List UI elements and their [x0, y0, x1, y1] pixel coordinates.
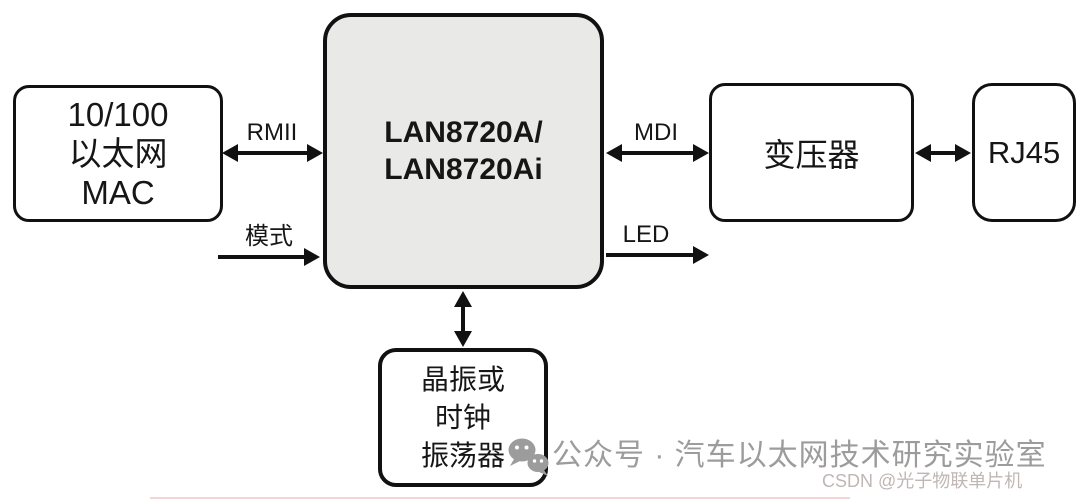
- oscillator-label-line2: 时钟: [434, 401, 491, 433]
- arrow-head-right-icon: [693, 246, 709, 264]
- mode-signal-label: 模式: [245, 223, 293, 250]
- mdi-bidirectional-arrow: [606, 144, 709, 162]
- arrow-head-up-icon: [454, 291, 472, 307]
- rj45-label: RJ45: [987, 134, 1061, 170]
- oscillator-label-line1: 晶振或: [420, 363, 505, 395]
- rmii-signal-label: RMII: [246, 119, 298, 146]
- arrow-head-right-icon: [955, 144, 971, 162]
- arrow-head-right-icon: [693, 144, 709, 162]
- block-ethernet-mac: 10/100 以太网 MAC: [13, 85, 223, 222]
- mode-input-arrow: [218, 248, 320, 266]
- oscillator-label-line3: 振荡器: [420, 439, 505, 471]
- block-oscillator: 晶振或 时钟 振荡器: [378, 348, 548, 487]
- arrow-head-right-icon: [304, 248, 320, 266]
- arrow-head-right-icon: [307, 144, 323, 162]
- phy-label-line2: LAN8720Ai: [384, 153, 543, 186]
- block-rj45: RJ45: [972, 83, 1076, 222]
- wechat-icon: [504, 436, 552, 481]
- led-output-arrow: [606, 246, 709, 264]
- arrow-line: [461, 304, 465, 334]
- arrow-line: [235, 151, 310, 155]
- arrow-head-down-icon: [454, 331, 472, 347]
- mac-label-line3: MAC: [81, 174, 155, 211]
- block-transformer: 变压器: [709, 83, 914, 222]
- block-lan8720-phy: LAN8720A/ LAN8720Ai: [323, 13, 604, 289]
- arrow-head-left-icon: [606, 144, 622, 162]
- phy-oscillator-arrow: [454, 291, 472, 347]
- led-signal-label: LED: [622, 221, 670, 248]
- csdn-watermark-text: CSDN @光子物联单片机: [822, 471, 1023, 491]
- arrow-line: [218, 255, 307, 259]
- bottom-artifact-line: [150, 497, 850, 499]
- rmii-bidirectional-arrow: [222, 144, 323, 162]
- mdi-signal-label: MDI: [634, 119, 678, 146]
- arrow-head-left-icon: [915, 144, 931, 162]
- arrow-line: [928, 151, 958, 155]
- arrow-head-left-icon: [222, 144, 238, 162]
- mac-label-line2: 以太网: [68, 135, 168, 172]
- arrow-line: [619, 151, 696, 155]
- transformer-label: 变压器: [763, 136, 860, 173]
- arrow-line: [606, 253, 696, 257]
- transformer-rj45-arrow: [915, 144, 971, 162]
- phy-label-line1: LAN8720A/: [384, 116, 543, 149]
- mac-label-line1: 10/100: [67, 96, 169, 133]
- wechat-watermark-text: 公众号 · 汽车以太网技术研究实验室: [552, 439, 1047, 472]
